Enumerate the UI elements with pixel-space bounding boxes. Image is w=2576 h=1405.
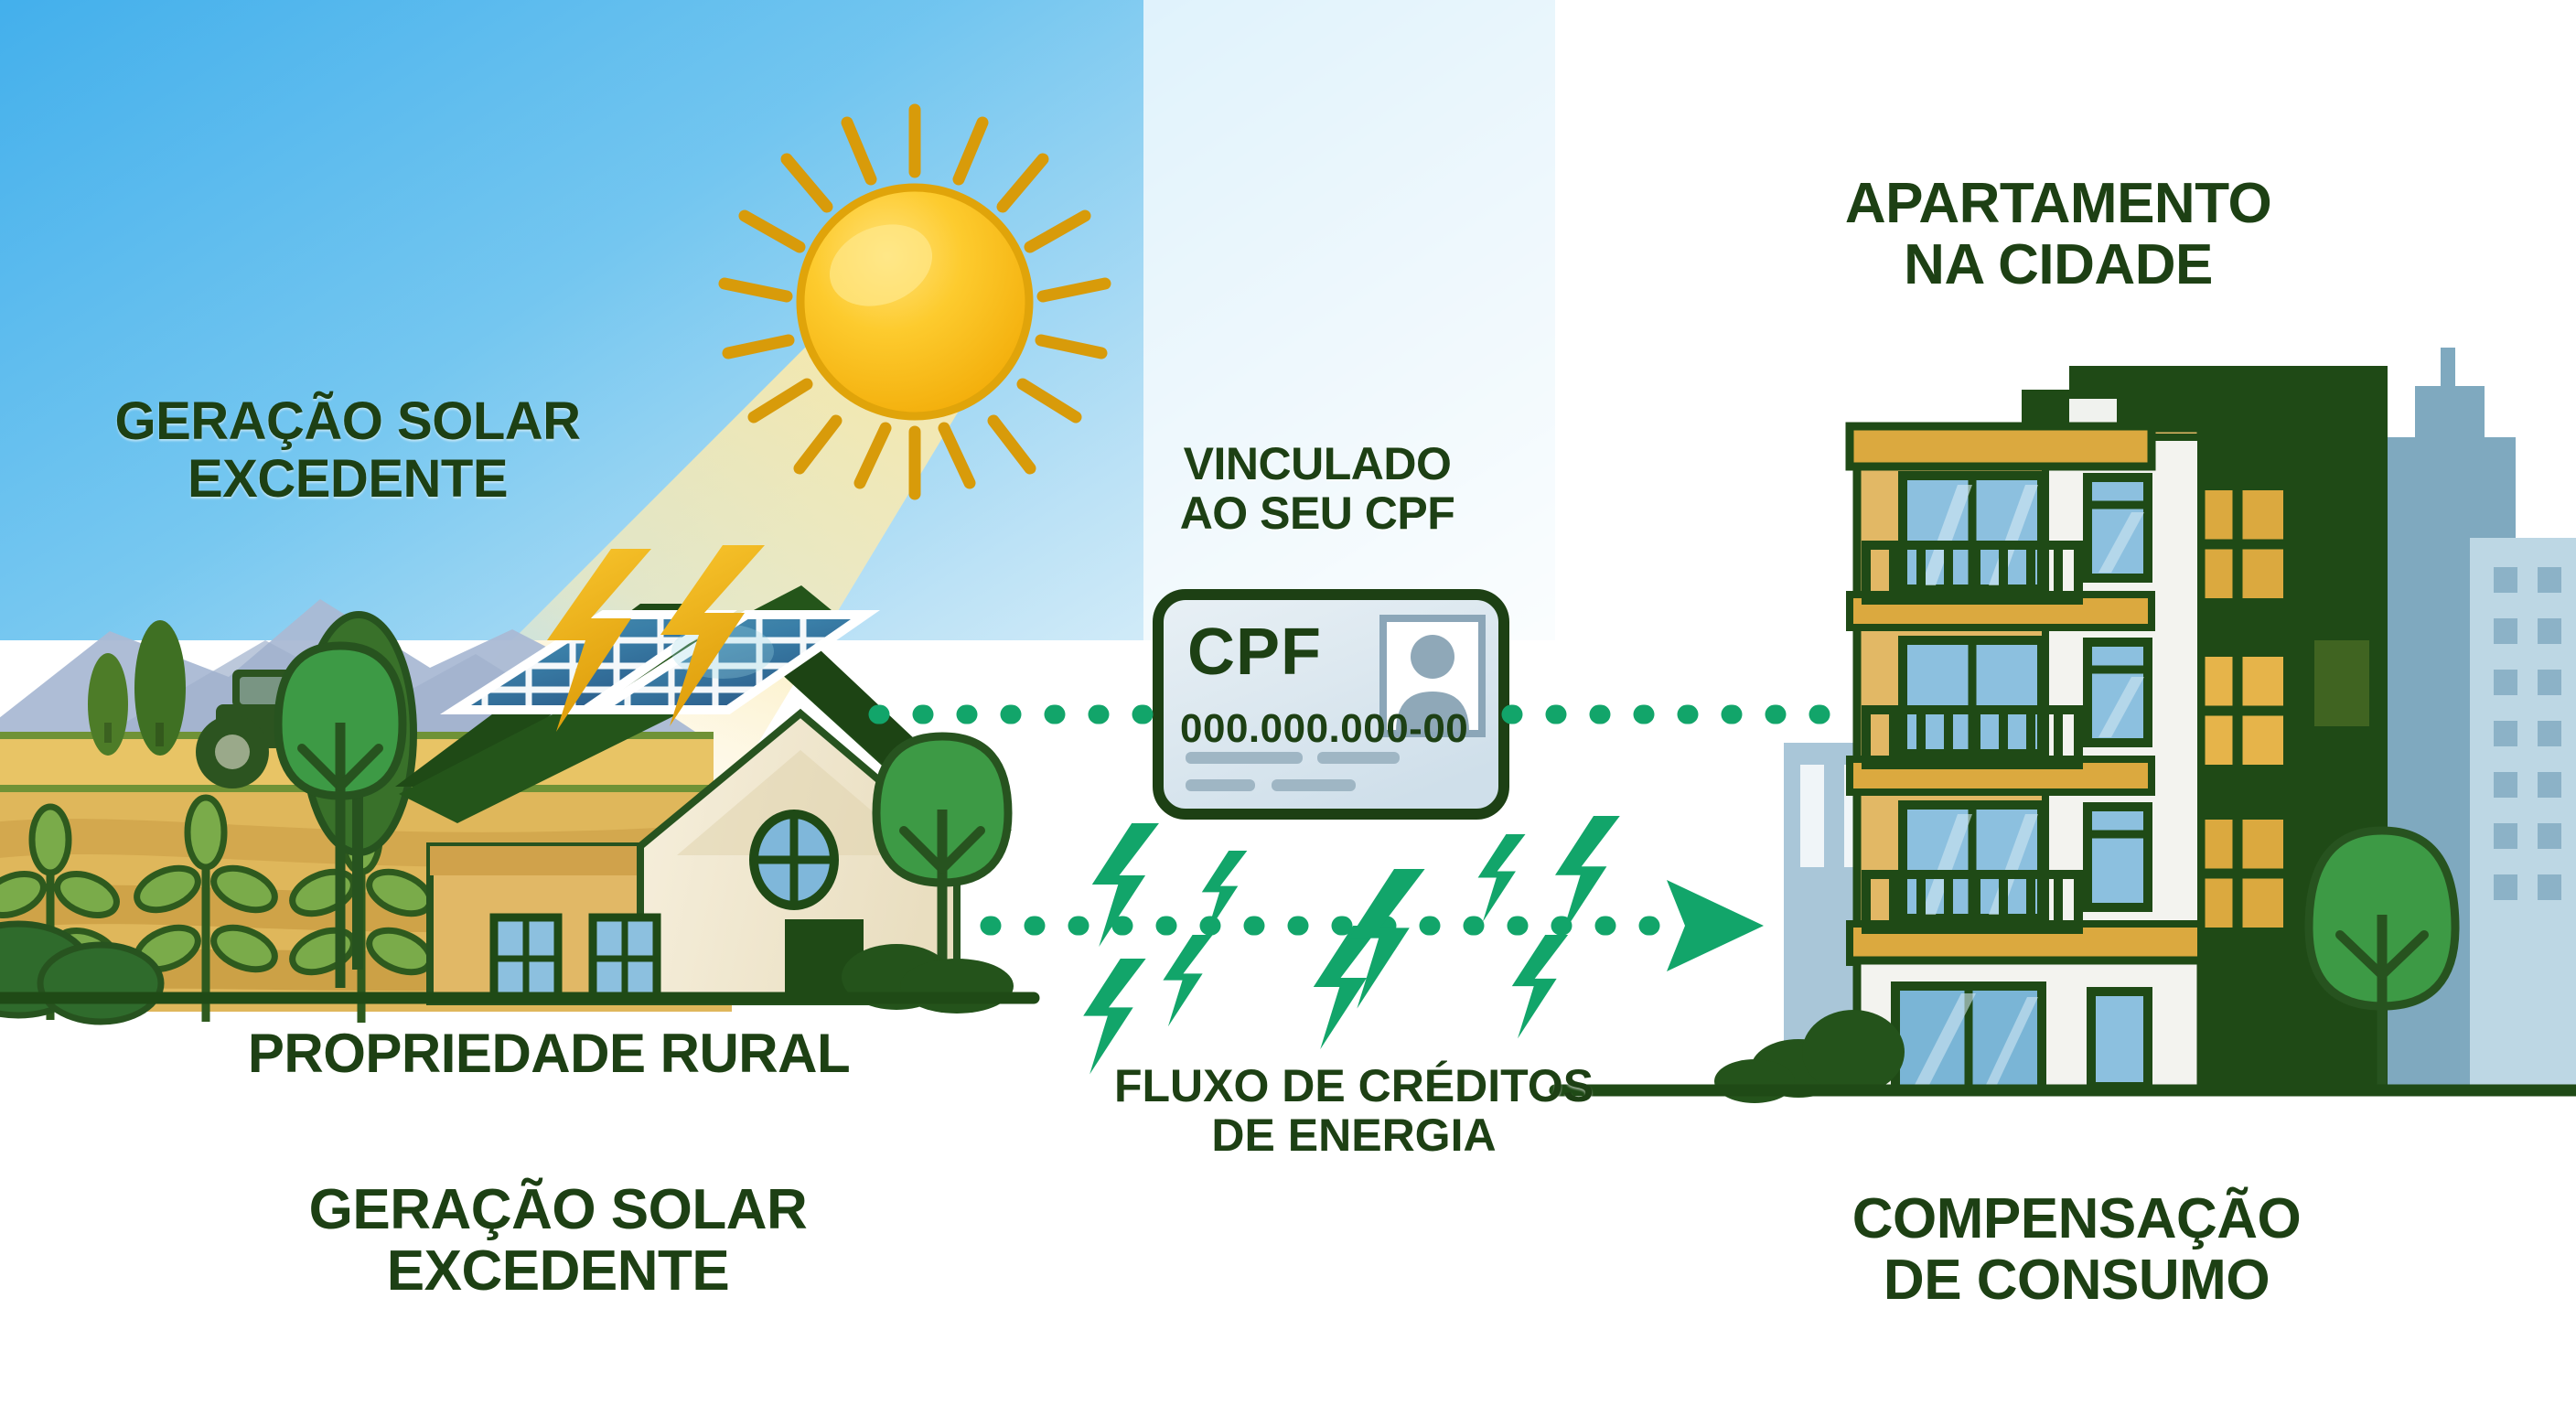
rear-block-windows <box>2192 490 2369 928</box>
skyline-windows <box>2494 567 2561 900</box>
city-bushes <box>1714 1010 1905 1103</box>
round-window <box>749 810 839 910</box>
label-fluxo-creditos-energia: FLUXO DE CRÉDITOS DE ENERGIA <box>1113 1060 1594 1161</box>
city-tree <box>2304 826 2460 1090</box>
flow-lightning-bolts <box>1083 816 1620 1075</box>
cpf-card-text-lines <box>1186 752 1400 791</box>
field-cypress-trees <box>88 620 186 756</box>
cpf-card-title: CPF <box>1187 616 1322 689</box>
label-geracao-solar-bottom: GERAÇÃO SOLAR EXCEDENTE <box>308 1178 808 1303</box>
balcony-floor-3 <box>1862 800 2083 934</box>
label-compensacao-consumo: COMPENSAÇÃO DE CONSUMO <box>1852 1187 2302 1312</box>
cpf-card-number: 000.000.000-00 <box>1180 706 1469 751</box>
label-vinculado-cpf: VINCULADO AO SEU CPF <box>1179 438 1455 539</box>
balcony-floor-2 <box>1862 636 2083 769</box>
roof-lightning-bolts <box>547 545 765 732</box>
balcony-floor-1 <box>1862 471 2083 605</box>
tree-left-of-house <box>274 641 407 988</box>
person-avatar-icon <box>1396 635 1469 732</box>
flow-arrow-head <box>1667 880 1764 971</box>
sun-icon <box>718 103 1111 500</box>
sun-rays <box>718 103 1111 500</box>
apartment-building <box>1845 366 2388 1095</box>
label-geracao-solar-top: GERAÇÃO SOLAR EXCEDENTE <box>114 391 581 509</box>
label-apartamento-na-cidade: APARTAMENTO NA CIDADE <box>1844 172 2272 296</box>
cream-column-windows <box>2083 473 2152 912</box>
label-propriedade-rural: PROPRIEDADE RURAL <box>247 1023 851 1084</box>
cpf-card[interactable] <box>1153 589 1509 820</box>
